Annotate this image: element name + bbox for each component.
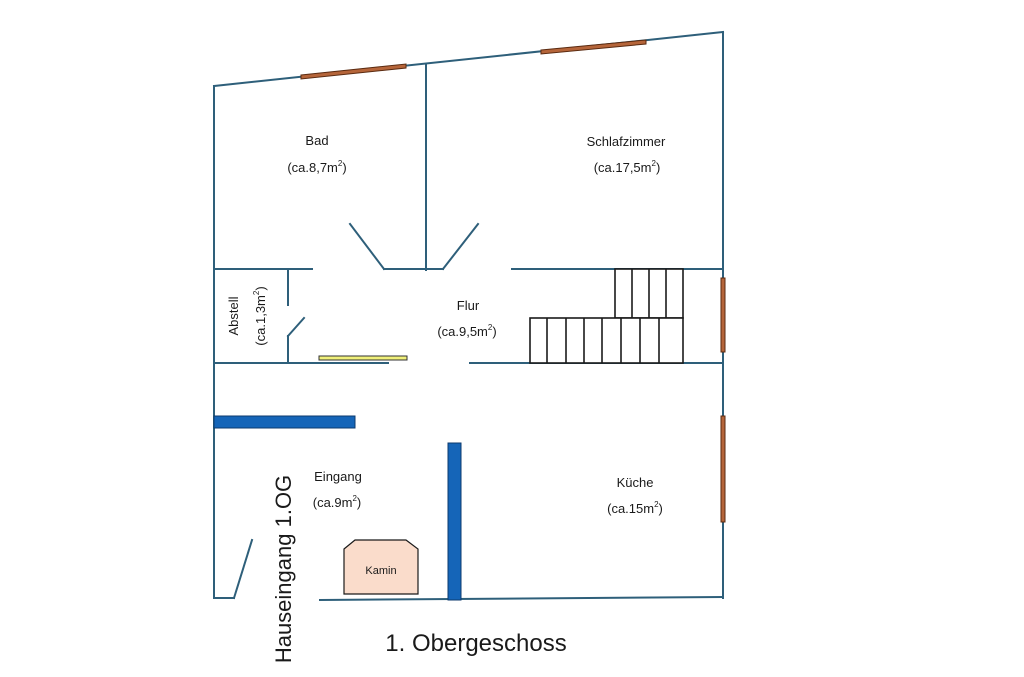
window-kueche <box>720 415 726 523</box>
room-name-schlafzimmer: Schlafzimmer <box>587 134 666 149</box>
entrance-label: Hauseingang 1.OG <box>271 475 296 663</box>
room-name-eingang: Eingang <box>314 469 362 484</box>
staircase <box>529 268 684 364</box>
windows <box>300 39 726 523</box>
room-area-bad: (ca.8,7m2) <box>287 159 346 175</box>
room-name-bad: Bad <box>305 133 328 148</box>
room-area-eingang: (ca.9m2) <box>313 494 362 510</box>
window-schlafzimmer <box>540 39 647 55</box>
kamin-label: Kamin <box>365 565 396 577</box>
blue-wall-vertical <box>447 442 462 601</box>
blue-wall-horizontal <box>213 415 356 429</box>
room-area-abstell: (ca.1,3m2) <box>252 286 268 345</box>
room-name-abstell: Abstell <box>226 296 241 335</box>
kamin: Kamin <box>343 539 419 595</box>
room-area-kueche: (ca.15m2) <box>607 500 663 516</box>
room-name-flur: Flur <box>457 298 480 313</box>
yellow-bar <box>318 355 408 361</box>
interior-walls <box>213 63 724 600</box>
floor-title: 1. Obergeschoss <box>385 630 566 657</box>
window-flur-right <box>720 277 726 353</box>
window-bad <box>300 63 407 80</box>
room-area-schlafzimmer: (ca.17,5m2) <box>594 159 661 175</box>
room-name-kueche: Küche <box>617 475 654 490</box>
room-area-flur: (ca.9,5m2) <box>437 323 496 339</box>
